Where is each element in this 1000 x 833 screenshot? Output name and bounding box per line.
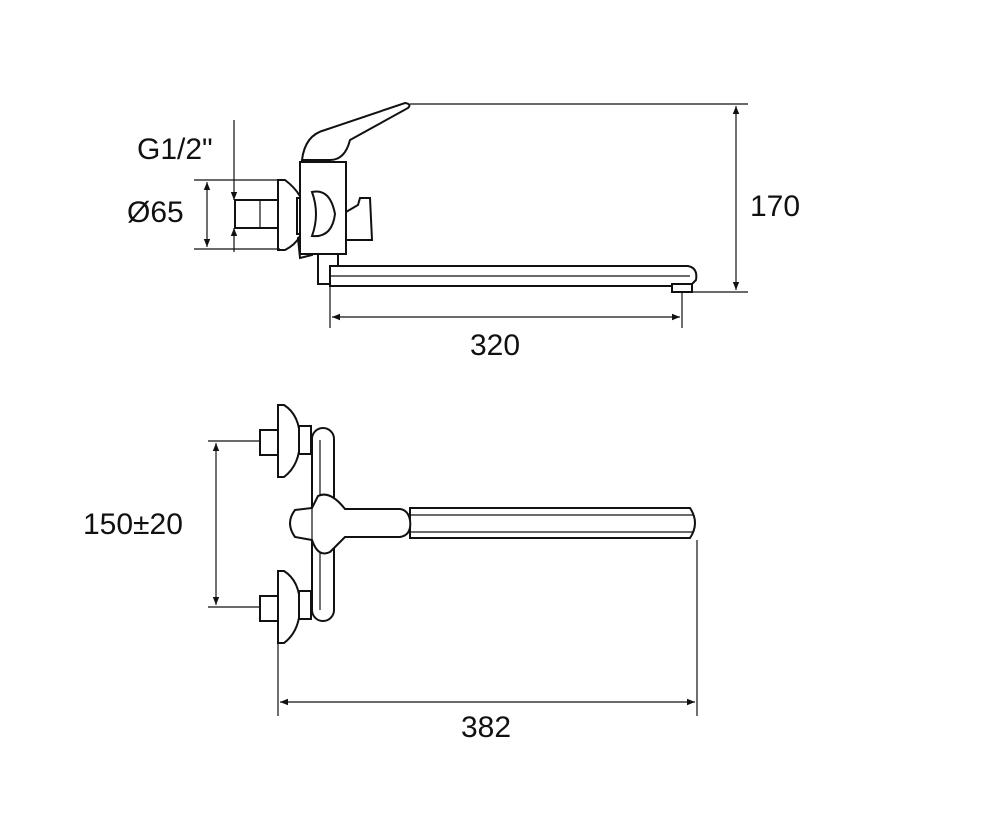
top-view-faucet <box>259 404 696 644</box>
eccentric <box>310 190 337 238</box>
lever-handle <box>300 101 411 161</box>
nut-upper <box>298 425 312 455</box>
top-view-dimensions <box>208 440 698 716</box>
nut-lower <box>298 590 312 620</box>
length-label: 382 <box>461 711 512 744</box>
inlet-pipe-lower <box>259 595 279 622</box>
reach-label: 320 <box>470 329 521 362</box>
spout-top <box>409 507 696 539</box>
height-label: 170 <box>750 190 801 223</box>
diameter-label: Ø65 <box>127 196 184 229</box>
side-view-dimensions <box>194 103 748 328</box>
diverter <box>345 197 374 241</box>
thread-label: G1/2" <box>137 133 213 166</box>
spacing-label: 150±20 <box>83 508 183 541</box>
aerator <box>671 283 693 293</box>
flange-lower <box>277 570 302 644</box>
side-view-faucet <box>234 101 698 293</box>
inlet-pipe-upper <box>259 429 279 456</box>
flange-upper <box>277 404 302 478</box>
lever-top <box>289 493 412 555</box>
inlet-pipe <box>234 199 281 229</box>
